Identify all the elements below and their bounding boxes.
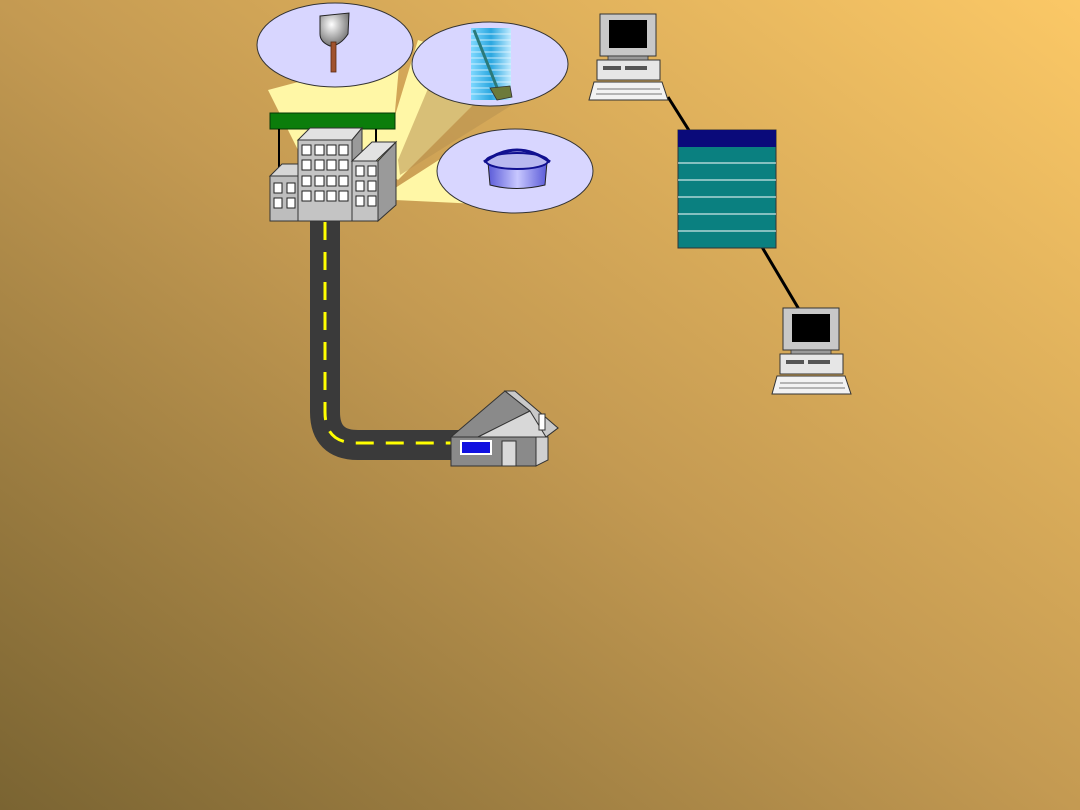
road-lane-marking — [323, 222, 458, 445]
server-header — [678, 130, 776, 147]
house-door — [501, 440, 517, 467]
shovel-icon — [319, 12, 350, 73]
broom-icon — [471, 28, 513, 101]
house-icon — [449, 390, 559, 467]
bucket-bubble — [436, 128, 594, 214]
factory-sign — [269, 112, 396, 130]
server-rack-icon — [677, 129, 777, 249]
house-window — [460, 440, 492, 455]
broom-bubble — [411, 21, 569, 107]
bucket-icon — [483, 148, 551, 189]
factory-building-icon — [268, 112, 398, 223]
road — [310, 220, 460, 460]
desktop-computer-icon — [771, 307, 852, 395]
network-links — [666, 96, 802, 312]
shovel-bubble — [256, 2, 414, 88]
desktop-computer-icon — [588, 13, 669, 101]
